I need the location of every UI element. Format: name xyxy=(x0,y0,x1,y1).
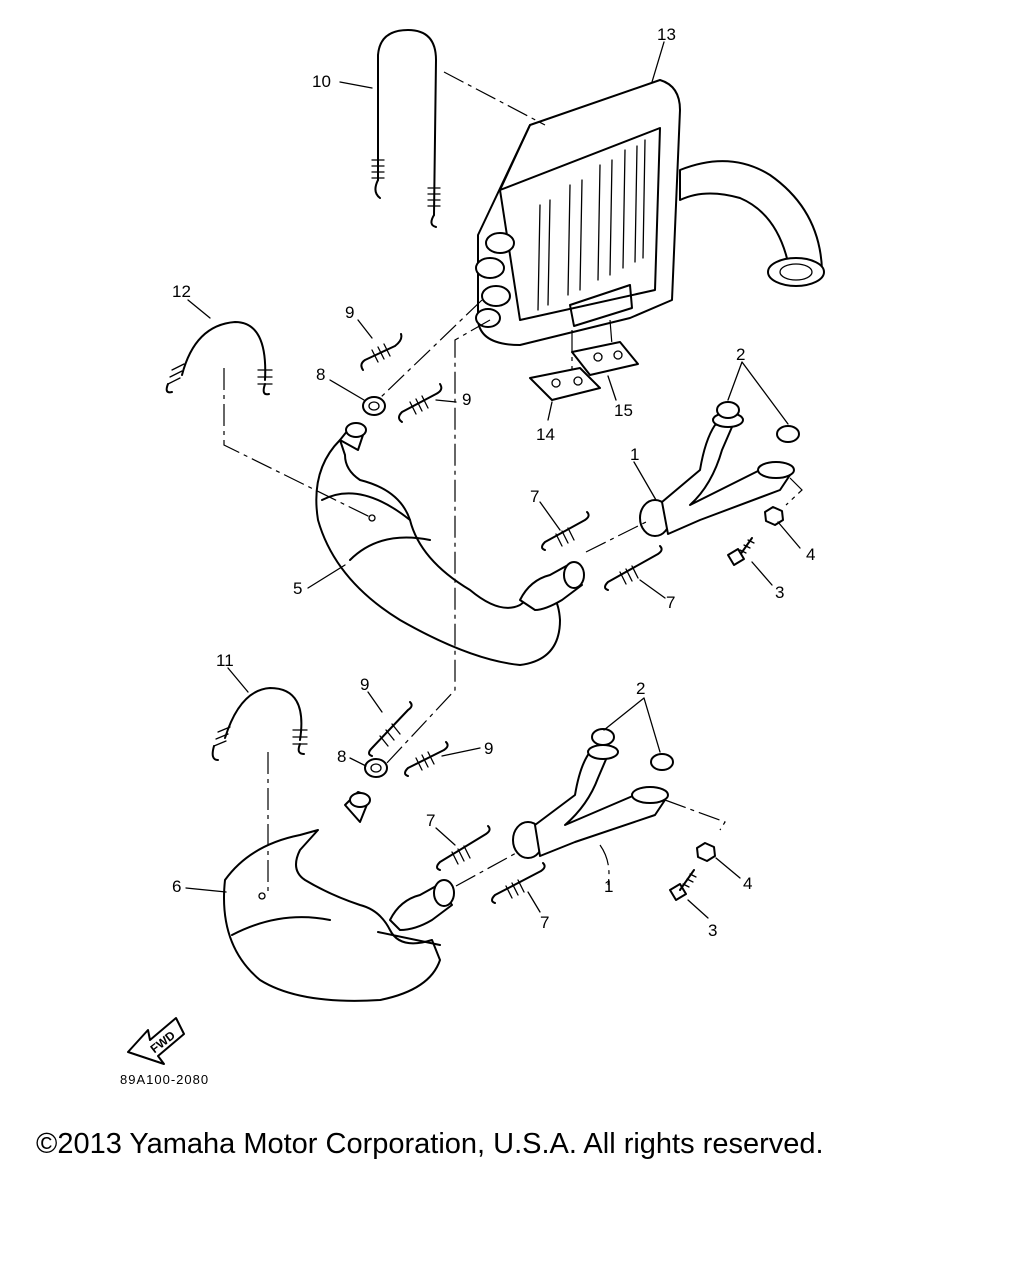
nut-4-lower[interactable] xyxy=(696,842,716,862)
callout-3-a: 3 xyxy=(775,583,784,602)
spring-9-a[interactable] xyxy=(360,333,403,371)
spring-9-c[interactable] xyxy=(368,701,413,757)
spring-7-c[interactable] xyxy=(436,825,491,871)
chamber-5[interactable] xyxy=(315,422,585,666)
callout-12: 12 xyxy=(172,282,191,301)
callout-3-b: 3 xyxy=(708,921,717,940)
callout-6: 6 xyxy=(172,877,181,896)
callout-2-b: 2 xyxy=(636,679,645,698)
callout-8-a: 8 xyxy=(316,365,325,384)
gasket-8-upper[interactable] xyxy=(362,396,386,416)
callout-7-a: 7 xyxy=(530,487,539,506)
callout-2-a: 2 xyxy=(736,345,745,364)
callout-9-b: 9 xyxy=(462,390,471,409)
band-11[interactable] xyxy=(211,687,308,761)
callout-labels: 10 13 12 9 8 9 2 1 14 15 7 4 3 7 5 11 9 … xyxy=(172,25,815,940)
bracket-14[interactable] xyxy=(529,367,601,401)
gasket-2-upper[interactable] xyxy=(716,401,800,443)
leader-lines xyxy=(185,41,801,919)
callout-13: 13 xyxy=(657,25,676,44)
muffler-13[interactable] xyxy=(475,79,825,346)
callout-10: 10 xyxy=(312,72,331,91)
callout-7-d: 7 xyxy=(540,913,549,932)
fwd-arrow-icon: FWD xyxy=(127,1017,185,1065)
callout-8-b: 8 xyxy=(337,747,346,766)
callout-9-a: 9 xyxy=(345,303,354,322)
bracket-15[interactable] xyxy=(571,341,639,376)
bolt-3-upper[interactable] xyxy=(727,537,755,566)
callout-14: 14 xyxy=(536,425,555,444)
gasket-8-lower[interactable] xyxy=(364,758,388,778)
callout-7-c: 7 xyxy=(426,811,435,830)
spring-7-d[interactable] xyxy=(491,862,546,904)
chamber-6[interactable] xyxy=(223,791,455,1002)
callout-9-c: 9 xyxy=(360,675,369,694)
callout-7-b: 7 xyxy=(666,593,675,612)
copyright-notice: ©2013 Yamaha Motor Corporation, U.S.A. A… xyxy=(36,1128,824,1160)
nut-4-upper[interactable] xyxy=(764,506,784,526)
callout-4-b: 4 xyxy=(743,874,752,893)
band-12[interactable] xyxy=(165,321,273,396)
callout-9-d: 9 xyxy=(484,739,493,758)
exhaust-parts-diagram: FWD 10 13 12 9 8 9 2 1 14 15 7 4 3 7 5 1… xyxy=(127,25,825,1065)
manifold-1-lower[interactable] xyxy=(512,744,669,859)
gasket-2-lower[interactable] xyxy=(591,728,674,771)
callout-5: 5 xyxy=(293,579,302,598)
spring-9-d[interactable] xyxy=(404,741,449,777)
callout-4-a: 4 xyxy=(806,545,815,564)
callout-11: 11 xyxy=(216,651,234,670)
spring-9-b[interactable] xyxy=(398,383,443,423)
band-10[interactable] xyxy=(371,29,441,228)
assembly-lines xyxy=(223,71,803,895)
bolt-3-lower[interactable] xyxy=(669,869,697,901)
spring-7-b[interactable] xyxy=(604,545,663,591)
diagram-part-number: 89A100-2080 xyxy=(120,1072,210,1087)
callout-15: 15 xyxy=(614,401,633,420)
callout-1-a: 1 xyxy=(630,445,639,464)
spring-7-a[interactable] xyxy=(541,511,590,551)
callout-1-b: 1 xyxy=(604,877,613,896)
